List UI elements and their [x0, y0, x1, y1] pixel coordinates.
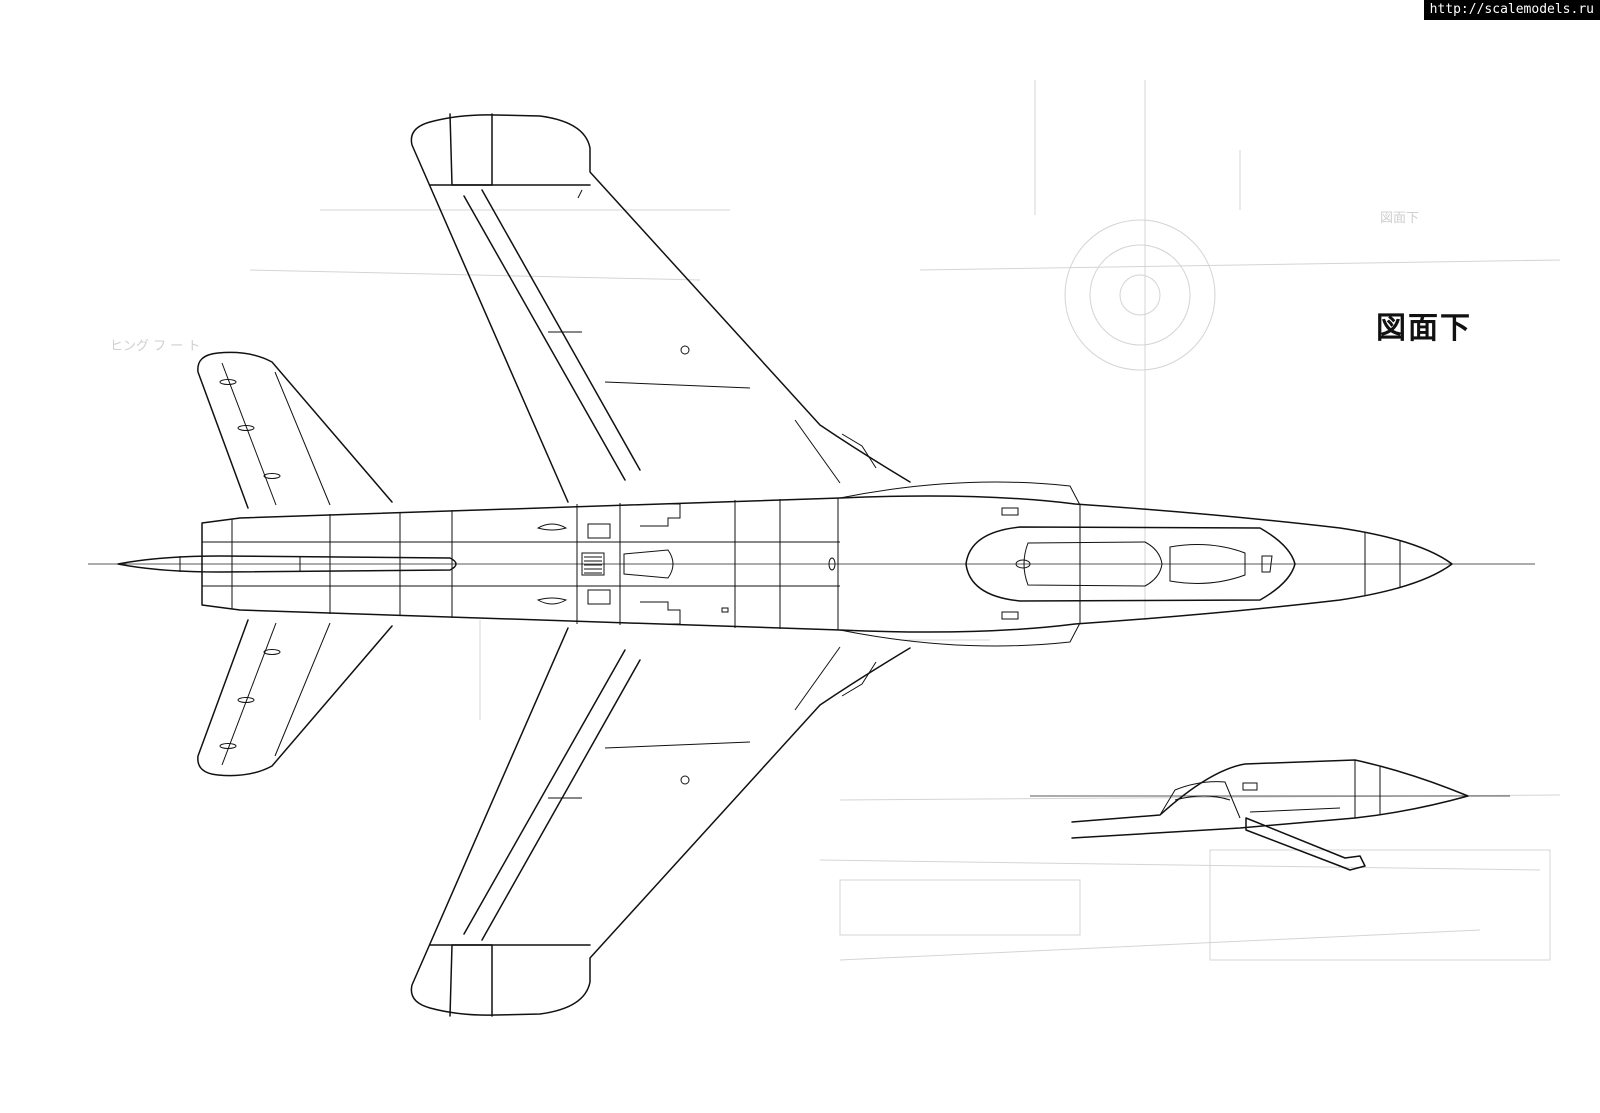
nose-side-view-inset: [1030, 759, 1510, 871]
svg-text:図面下: 図面下: [1380, 211, 1419, 226]
upper-tailplane: [197, 351, 393, 509]
vent-grille: [581, 552, 605, 576]
upper-wing: [410, 113, 911, 503]
lower-wing: [410, 627, 911, 1017]
fuselage: [117, 481, 1453, 647]
watermark-url: http://scalemodels.ru: [1423, 0, 1600, 20]
background-ghost-lines: 図面下 ヒング フ ー ト: [110, 80, 1561, 961]
view-title-label: 図面下: [1376, 311, 1472, 346]
svg-text:ヒング フ ー ト: ヒング フ ー ト: [110, 339, 200, 354]
lower-tailplane: [197, 619, 393, 777]
